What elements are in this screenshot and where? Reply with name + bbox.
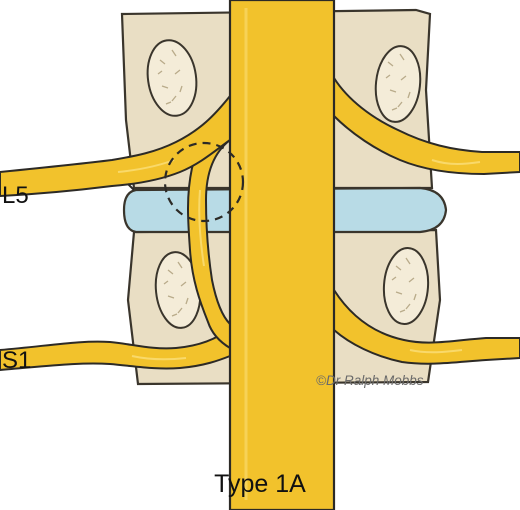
pedicle-lower-right (382, 247, 430, 325)
nerve-root-l5 (0, 93, 231, 198)
label-s1: S1 (2, 347, 32, 374)
nerve-root-upper-right (333, 74, 520, 176)
copyright-text: ©Dr Ralph Mobbs (316, 373, 424, 388)
label-l5: L5 (2, 182, 29, 209)
figure-caption: Type 1A (214, 470, 306, 498)
pedicle-upper-left (146, 39, 198, 117)
conjoined-nerve-root (187, 116, 231, 350)
pedicle-upper-right (374, 45, 422, 123)
dashed-circle-icon (163, 141, 245, 223)
nerve-root-lower-right (333, 286, 520, 365)
thecal-sac (228, 0, 336, 510)
